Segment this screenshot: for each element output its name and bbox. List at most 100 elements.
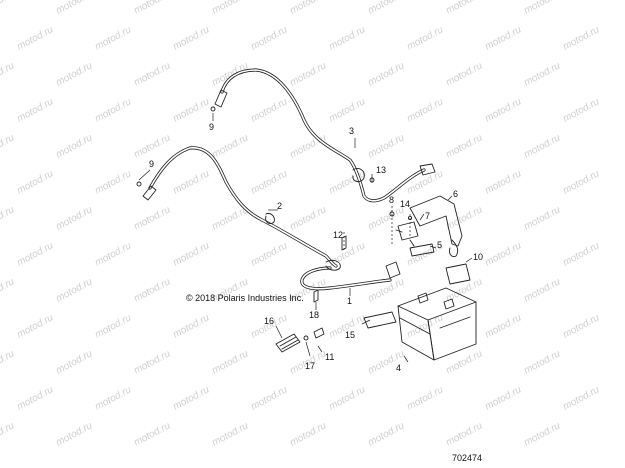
watermark-text: motod.ru: [366, 60, 406, 88]
watermark-text: motod.ru: [366, 132, 406, 160]
battery-4: [397, 287, 477, 361]
watermark-text: motod.ru: [522, 204, 562, 232]
fastener-18: [313, 289, 319, 303]
watermark-text: motod.ru: [0, 276, 17, 304]
callout-7: 7: [425, 211, 430, 221]
watermark-text: motod.ru: [93, 312, 133, 340]
watermark-text: motod.ru: [0, 420, 17, 448]
watermark-text: motod.ru: [249, 384, 289, 412]
callout-17: 17: [305, 361, 315, 371]
watermark-text: motod.ru: [522, 348, 562, 376]
callout-10: 10: [473, 252, 483, 262]
watermark-text: motod.ru: [54, 348, 94, 376]
watermark-text: motod.ru: [405, 168, 445, 196]
callout-9-upper: 9: [209, 122, 214, 132]
watermark-text: motod.ru: [561, 24, 601, 52]
watermark-text: motod.ru: [288, 204, 328, 232]
figure-id: 702474: [452, 453, 482, 463]
watermark-text: motod.ru: [405, 312, 445, 340]
watermark-text: motod.ru: [15, 168, 55, 196]
watermark-text: motod.ru: [0, 204, 17, 232]
cable-1: [300, 259, 401, 291]
watermark-text: motod.ru: [522, 0, 562, 17]
callout-3: 3: [349, 126, 354, 136]
watermark-text: motod.ru: [288, 132, 328, 160]
watermark-text: motod.ru: [0, 348, 17, 376]
watermark-text: motod.ru: [522, 420, 562, 448]
watermark-text: motod.ru: [54, 420, 94, 448]
callout-4: 4: [396, 363, 401, 373]
watermark-text: motod.ru: [93, 384, 133, 412]
callout-13: 13: [376, 165, 386, 175]
fastener-12: [341, 235, 347, 251]
fastener-9-upper: [210, 106, 216, 112]
watermark-text: motod.ru: [366, 420, 406, 448]
watermark-text: motod.ru: [444, 420, 484, 448]
watermark-text: motod.ru: [132, 132, 172, 160]
watermark-text: motod.ru: [522, 132, 562, 160]
callout-6: 6: [453, 189, 458, 199]
watermark-text: motod.ru: [444, 132, 484, 160]
pad-10: [445, 263, 471, 285]
callout-14: 14: [400, 199, 410, 209]
watermark-text: motod.ru: [132, 276, 172, 304]
watermark-text: motod.ru: [327, 24, 367, 52]
watermark-text: motod.ru: [288, 60, 328, 88]
callout-1: 1: [347, 296, 352, 306]
watermark-text: motod.ru: [132, 348, 172, 376]
watermark-text: motod.ru: [132, 0, 172, 17]
watermark-text: motod.ru: [171, 312, 211, 340]
watermark-text: motod.ru: [249, 24, 289, 52]
watermark-text: motod.ru: [483, 96, 523, 124]
watermark-text: motod.ru: [93, 96, 133, 124]
watermark-text: motod.ru: [93, 168, 133, 196]
cable-2: [142, 146, 338, 268]
watermark-text: motod.ru: [522, 276, 562, 304]
watermark-text: motod.ru: [132, 60, 172, 88]
watermark-text: motod.ru: [210, 132, 250, 160]
watermark-text: motod.ru: [171, 168, 211, 196]
watermark-text: motod.ru: [171, 240, 211, 268]
watermark-text: motod.ru: [54, 204, 94, 232]
watermark-text: motod.ru: [171, 24, 211, 52]
leader-lines: [138, 113, 473, 363]
callout-15: 15: [345, 330, 355, 340]
watermark-text: motod.ru: [327, 384, 367, 412]
callout-9-left: 9: [149, 159, 154, 169]
watermark-text: motod.ru: [249, 168, 289, 196]
watermark-text: motod.ru: [54, 132, 94, 160]
watermark-text: motod.ru: [54, 60, 94, 88]
callout-12: 12: [333, 230, 343, 240]
watermark-text: motod.ru: [15, 24, 55, 52]
cable-3: [214, 68, 436, 203]
watermark-text: motod.ru: [444, 204, 484, 232]
watermark-text: motod.ru: [171, 384, 211, 412]
watermark-text: motod.ru: [93, 240, 133, 268]
watermark-text: motod.ru: [210, 0, 250, 17]
fuse-holder-16: [275, 327, 325, 353]
callout-11: 11: [325, 352, 334, 362]
watermark-text: motod.ru: [561, 240, 601, 268]
watermark-text: motod.ru: [444, 348, 484, 376]
watermark-text: motod.ru: [15, 384, 55, 412]
watermark-text: motod.ru: [15, 312, 55, 340]
watermark-text: motod.ru: [93, 24, 133, 52]
callout-18: 18: [309, 310, 319, 320]
watermark-text: motod.ru: [210, 348, 250, 376]
fastener-9-left: [136, 181, 142, 187]
pad-15: [363, 311, 397, 329]
watermark-text: motod.ru: [54, 0, 94, 17]
watermark-text: motod.ru: [444, 0, 484, 17]
watermark-text: motod.ru: [405, 24, 445, 52]
watermark-text: motod.ru: [0, 0, 17, 17]
pad-5: [409, 243, 435, 257]
callout-2: 2: [277, 201, 282, 211]
watermark-text: motod.ru: [483, 168, 523, 196]
watermark-text: motod.ru: [327, 96, 367, 124]
watermark-text: motod.ru: [249, 240, 289, 268]
watermark-text: motod.ru: [249, 96, 289, 124]
watermark-text: motod.ru: [483, 24, 523, 52]
watermark-text: motod.ru: [444, 60, 484, 88]
